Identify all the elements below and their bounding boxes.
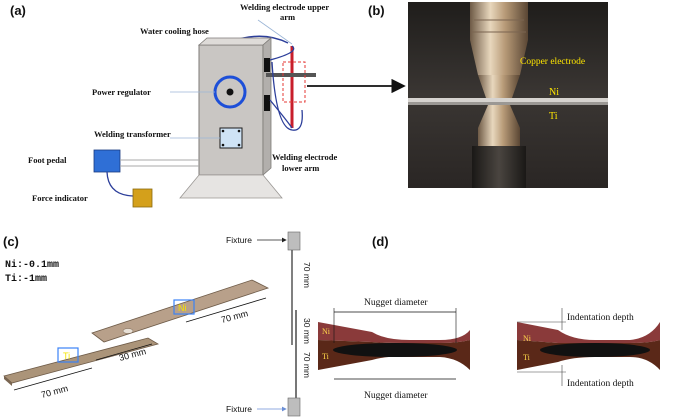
force-indicator [132,188,153,208]
upper-arm-label-2: arm [280,12,295,22]
fixture-bottom [287,397,301,417]
nugget-right [540,343,650,357]
ni-strip [91,279,270,343]
ni-label-right: Ni [523,334,532,343]
upper-terminal [264,58,270,72]
indentation-depth-view: Indentation depth Indentation depth Ni T… [517,308,660,389]
ti-label-left: Ti [322,352,330,361]
panel-b-label: (b) [368,3,385,18]
lower-electrode-tip [478,105,520,128]
panel-a: (a) [10,2,406,208]
transformer-label: Welding transformer [94,129,171,139]
lower-arm-label-1: Welding electrode [272,152,337,162]
ni-label-left: Ni [322,327,331,336]
panel-d-label: (d) [372,234,389,249]
electrode-horizontal-arm [266,73,316,77]
ti-label-box [57,347,79,363]
side-dim-overlap: 30 mm [302,318,312,344]
foot-pedal-label: Foot pedal [28,155,67,165]
panel-c-label: (c) [3,234,19,249]
machine-base [179,174,283,199]
ti-sheet [408,102,608,105]
cooling-hose-label: Water cooling hose [140,26,209,36]
ni-sheet [408,98,608,102]
ni-label-box [173,299,195,315]
ti-strip [3,337,160,384]
dim-left: 70 mm [40,383,69,400]
force-indicator-label: Force indicator [32,193,88,203]
panel-d: (d) Nugget diameter Nugget diameter Ni T… [318,234,660,401]
weld-spot [122,328,134,334]
fixture-top-label: Fixture [226,235,252,245]
panel-c: (c) Ni:-0.1mm Ti:-1mm Ni Ti 70 mm 30 mm … [3,231,312,417]
indentation-depth-bottom: Indentation depth [567,379,634,389]
copper-electrode-label: Copper electrode [520,57,585,67]
upper-electrode-tip [478,75,520,98]
upper-electrode-shank [470,2,528,40]
fixture-bottom-label: Fixture [226,404,252,414]
ti-strip-label: Ti [63,351,70,361]
upper-arm-label-1: Welding electrode upper [240,2,329,12]
panel-a-label: (a) [10,3,26,18]
indentation-depth-top: Indentation depth [567,313,634,323]
panel-b: (b) Copper electrode Ni Ti [368,2,608,188]
side-dim-upper: 70 mm [302,262,312,288]
power-regulator-label: Power regulator [92,87,151,97]
electrode-highlight-box [282,61,306,103]
ni-layer-right [517,322,660,343]
fixture-top [287,231,301,251]
foot-pedal [93,149,121,173]
ti-label-right: Ti [523,353,531,362]
side-dim-lower: 70 mm [302,352,312,378]
machine-body [198,44,264,176]
machine-top [197,37,273,46]
nugget-diameter-top: Nugget diameter [364,298,428,308]
lower-terminal [264,95,270,111]
lower-arm-label-2: lower arm [282,163,319,173]
nugget-diameter-view: Nugget diameter Nugget diameter Ni Ti [318,298,470,401]
power-regulator-knob [226,88,234,96]
ni-strip-label: Ni [178,303,187,313]
ni-layer-left [318,322,470,343]
nugget-left [333,343,457,357]
photo-ni-label: Ni [549,87,559,98]
ti-thickness: Ti:-1mm [5,273,47,285]
nugget-diameter-bottom: Nugget diameter [364,391,428,401]
photo-ti-label: Ti [549,111,558,122]
lower-electrode-holder [472,146,526,188]
ni-thickness: Ni:-0.1mm [5,259,59,271]
